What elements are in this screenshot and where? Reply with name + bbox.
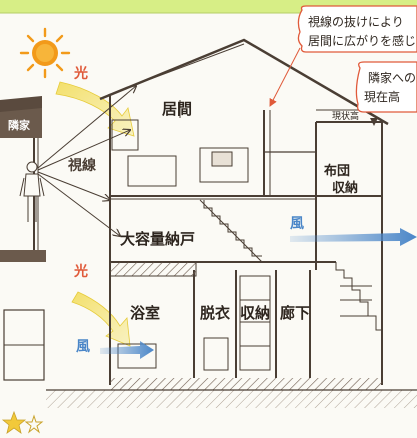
neighbor-label: 隣家: [8, 118, 31, 132]
sun-icon: [19, 27, 71, 79]
callout-neighbor-line2: 現在高: [364, 89, 400, 104]
callout-neighbor-line1: 隣家への: [368, 70, 416, 85]
stairs-upper: [199, 199, 263, 263]
current-height-marker: [370, 118, 378, 126]
star-icon: [1, 410, 27, 434]
room-hall: 廊下: [280, 304, 310, 322]
callout-view-bubble: [297, 5, 417, 53]
room-dressing: 脱衣: [200, 304, 230, 322]
room-storage: 収納: [240, 304, 270, 322]
star-outline-icon: [24, 414, 44, 434]
wind-label-lower: 風: [76, 339, 90, 355]
sightline-arrows: [37, 86, 136, 236]
room-futon-line1: 布団: [324, 163, 350, 179]
current-height-label: 現状高: [332, 110, 359, 122]
light-label-lower: 光: [73, 263, 88, 280]
wind-label-upper: 風: [290, 216, 304, 232]
wind-arrow-upper: [290, 228, 417, 246]
storage-floor-hatch: [109, 261, 197, 277]
callout-view-line2: 居間に広がりを感じ: [308, 33, 416, 48]
wind-arrow-lower: [100, 341, 154, 359]
room-big-storage: 大容量納戸: [120, 230, 195, 248]
room-futon-line2: 収納: [332, 180, 358, 196]
callout-view-line1: 視線の抜けにより: [308, 14, 404, 29]
callout-neighbor-bubble: [355, 61, 417, 113]
light-label-upper: 光: [73, 65, 88, 82]
house-structure: [99, 38, 389, 385]
callout-view-pointer: [269, 47, 301, 107]
stairs-lower: [335, 262, 382, 331]
light-arrow-lower: [71, 291, 131, 347]
sightline-label: 視線: [67, 157, 96, 174]
room-bath: 浴室: [130, 304, 160, 322]
living-room-details: [111, 100, 249, 187]
person-icon: [19, 161, 45, 222]
ground-hatch-light: [46, 390, 417, 408]
room-living: 居間: [162, 100, 192, 118]
light-arrow-upper: [55, 81, 135, 137]
neighbor-house: [0, 96, 46, 381]
ground-hatch: [110, 378, 382, 390]
ground-floor-details: [117, 275, 271, 371]
